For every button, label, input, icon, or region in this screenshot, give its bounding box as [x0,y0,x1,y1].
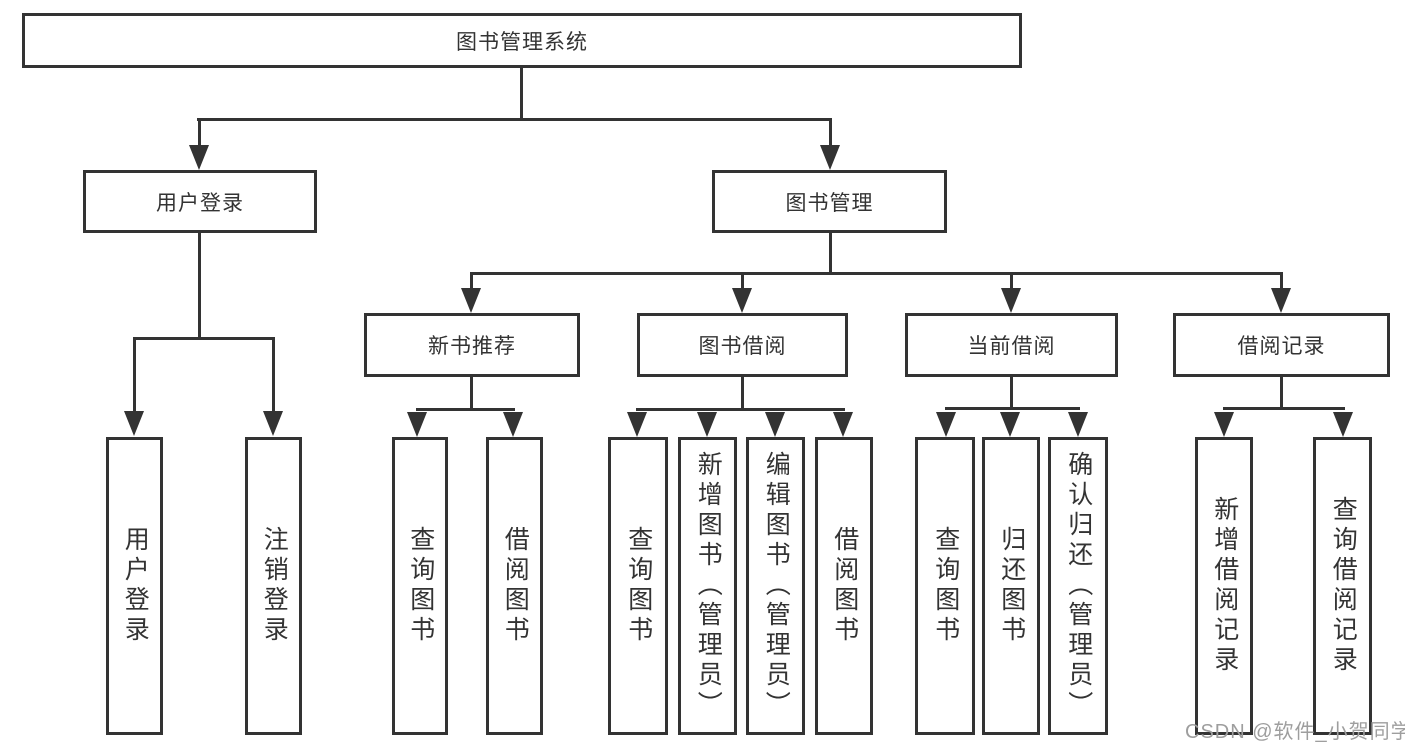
connector-borrowing-rail [636,408,845,411]
node-label: 借阅图书 [830,526,859,646]
node-label: 新增借阅记录 [1210,496,1239,676]
leaf-edit-books-admin: 编辑图书（管理员） [746,437,805,735]
node-label: 图书借阅 [698,335,787,358]
arrow-down-icon [461,288,481,313]
arrow-down-icon [1214,412,1234,437]
leaf-query-books-current: 查询图书 [915,437,975,735]
leaf-confirm-return-admin: 确认归还（管理员） [1048,437,1108,735]
leaf-user-login: 用户登录 [106,437,163,735]
connector-root-stem [520,68,523,120]
leaf-return-books: 归还图书 [982,437,1040,735]
connector-stub [133,337,136,417]
node-label: 图书管理系统 [456,30,588,54]
connector-stub [1010,272,1013,292]
node-label: 新书推荐 [428,335,516,358]
arrow-down-icon [765,412,785,437]
arrow-down-icon [1333,412,1353,437]
leaf-query-books-borrowing: 查询图书 [608,437,668,735]
node-label: 查询图书 [931,526,960,646]
csdn-watermark: CSDN @软件_小贺同学 [1185,721,1405,743]
arrow-down-icon [833,412,853,437]
connector-borrowing-stem [741,377,744,410]
arrow-down-icon [936,412,956,437]
leaf-query-borrow-record: 查询借阅记录 [1313,437,1372,735]
connector-stub [470,272,473,292]
connector-user-login-rail [133,337,275,340]
node-current-borrowing: 当前借阅 [905,313,1118,377]
connector-stub [272,337,275,417]
leaf-borrow-books-recommend: 借阅图书 [486,437,543,735]
arrow-down-icon [820,145,840,170]
node-label: 查询借阅记录 [1329,496,1358,676]
arrow-down-icon [1068,412,1088,437]
node-label: 当前借阅 [967,335,1056,358]
node-label: 归还图书 [997,526,1026,646]
node-label: 图书管理 [785,191,874,215]
node-book-borrowing: 图书借阅 [637,313,848,377]
node-label: 新增图书（管理员） [694,451,723,721]
leaf-borrow-books-borrowing: 借阅图书 [815,437,873,735]
arrow-down-icon [732,288,752,313]
arrow-down-icon [1000,412,1020,437]
node-label: 用户登录 [156,191,244,215]
arrow-down-icon [697,412,717,437]
node-borrowing-records: 借阅记录 [1173,313,1390,377]
node-label: 注销登录 [260,526,289,646]
connector-stub [741,272,744,292]
arrow-down-icon [263,411,283,436]
connector-stub [198,118,201,152]
connector-current-stem [1010,377,1013,409]
arrow-down-icon [503,412,523,437]
node-label: 查询图书 [624,526,653,646]
leaf-add-books-admin: 新增图书（管理员） [678,437,737,735]
node-library-management-system: 图书管理系统 [22,13,1022,68]
connector-level2-rail [197,118,832,121]
node-label: 编辑图书（管理员） [762,451,791,721]
leaf-logout: 注销登录 [245,437,302,735]
leaf-query-books-recommend: 查询图书 [392,437,448,735]
arrow-down-icon [124,411,144,436]
node-label: 借阅记录 [1237,335,1326,358]
connector-records-stem [1280,377,1283,409]
connector-records-rail [1223,407,1345,410]
node-label: 查询图书 [406,526,435,646]
connector-book-mgmt-stem [829,233,832,274]
arrow-down-icon [189,145,209,170]
arrow-down-icon [1001,288,1021,313]
connector-newbook-rail [416,408,515,411]
node-book-management: 图书管理 [712,170,947,233]
node-label: 确认归还（管理员） [1064,451,1093,721]
connector-stub [829,118,832,152]
arrow-down-icon [1271,288,1291,313]
connector-current-rail [945,407,1080,410]
node-label: 用户登录 [121,526,150,646]
node-new-book-recommendation: 新书推荐 [364,313,580,377]
connector-user-login-stem [198,233,201,339]
connector-level3-rail [470,272,1283,275]
connector-newbook-stem [470,377,473,410]
leaf-add-borrow-record: 新增借阅记录 [1195,437,1253,735]
node-user-login: 用户登录 [83,170,317,233]
connector-stub [1280,272,1283,292]
arrow-down-icon [627,412,647,437]
arrow-down-icon [407,412,427,437]
node-label: 借阅图书 [501,526,530,646]
